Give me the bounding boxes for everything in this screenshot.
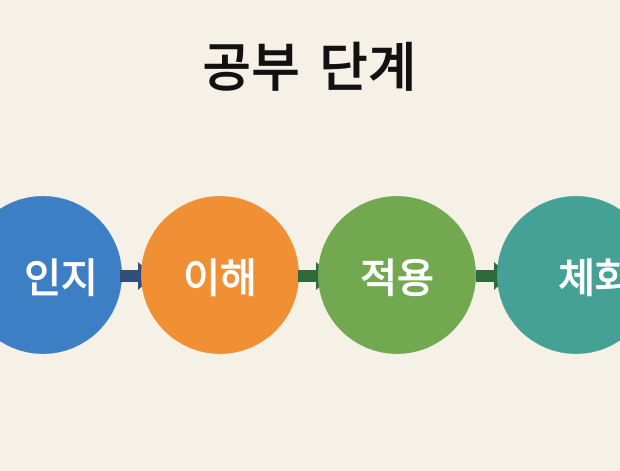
- step-circle-4: 체화: [497, 196, 620, 354]
- step-label-3: 적용: [360, 256, 434, 302]
- step-label-4: 체화: [558, 256, 620, 302]
- step-circle-3: 적용: [318, 196, 476, 354]
- step-circle-2: 이해: [141, 196, 299, 354]
- step-label-2: 이해: [183, 256, 257, 302]
- step-label-1: 인지: [24, 256, 98, 302]
- arrow-shaft: [476, 270, 496, 282]
- step-circle-1: 인지: [0, 196, 122, 354]
- arrow-shaft: [120, 270, 140, 282]
- page-title: 공부 단계: [202, 39, 418, 99]
- arrow-shaft: [298, 270, 318, 282]
